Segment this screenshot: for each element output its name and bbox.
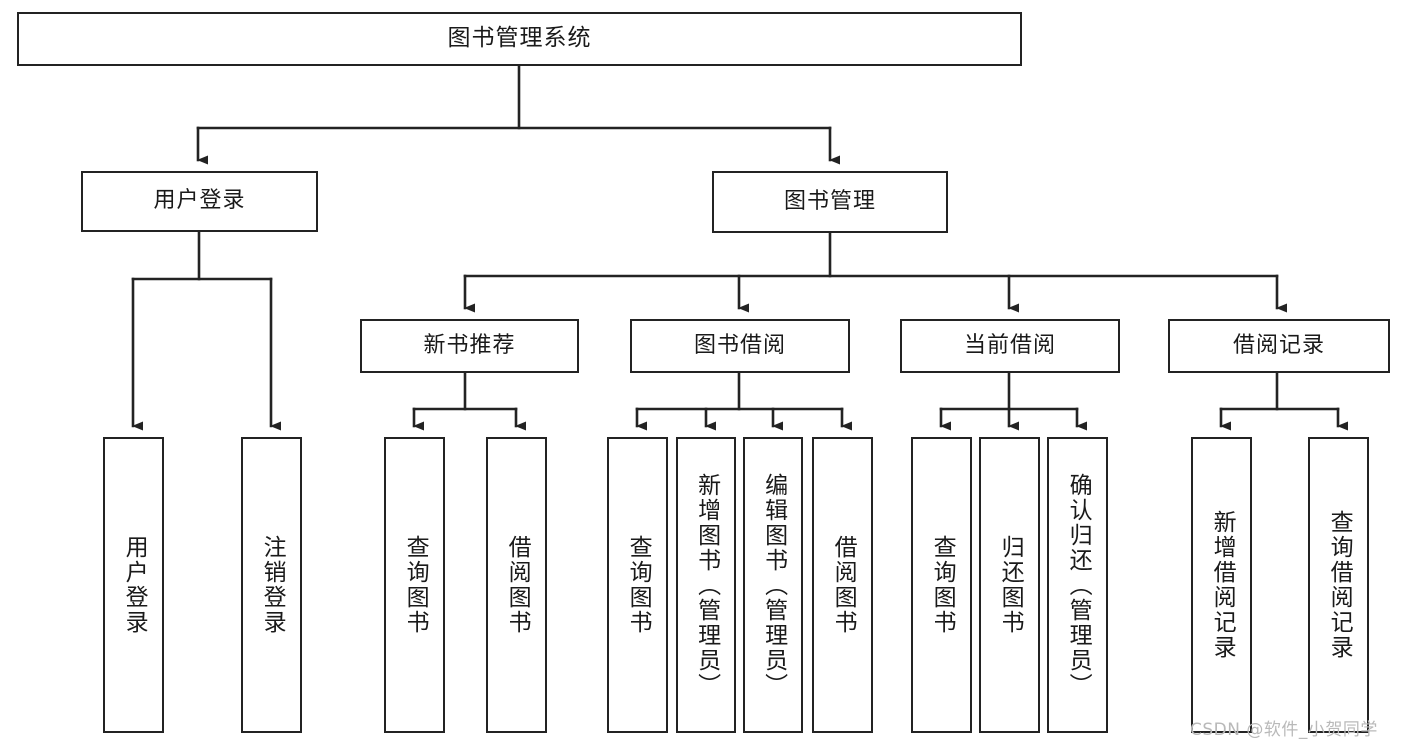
leaf-record-query-record[interactable]: 查询借阅记录 <box>1308 437 1369 733</box>
node-book-borrow[interactable]: 图书借阅 <box>630 319 850 373</box>
leaf-record-add-record[interactable]: 新增借阅记录 <box>1191 437 1252 733</box>
node-borrow-record[interactable]: 借阅记录 <box>1168 319 1390 373</box>
node-book-management[interactable]: 图书管理 <box>712 171 948 233</box>
leaf-borrow-add-book-admin[interactable]: 新增图书（管理员） <box>676 437 736 733</box>
node-current-borrow[interactable]: 当前借阅 <box>900 319 1120 373</box>
leaf-user-login-logout[interactable]: 注销登录 <box>241 437 302 733</box>
leaf-new-book-query[interactable]: 查询图书 <box>384 437 445 733</box>
leaf-current-return-book[interactable]: 归还图书 <box>979 437 1040 733</box>
leaf-user-login-login[interactable]: 用户登录 <box>103 437 164 733</box>
leaf-borrow-edit-book-admin[interactable]: 编辑图书（管理员） <box>743 437 803 733</box>
leaf-borrow-borrow-book[interactable]: 借阅图书 <box>812 437 873 733</box>
node-user-login[interactable]: 用户登录 <box>81 171 318 232</box>
node-new-book-recommend[interactable]: 新书推荐 <box>360 319 579 373</box>
leaf-new-book-borrow[interactable]: 借阅图书 <box>486 437 547 733</box>
leaf-current-query-book[interactable]: 查询图书 <box>911 437 972 733</box>
node-root-system[interactable]: 图书管理系统 <box>17 12 1022 66</box>
leaf-borrow-query-book[interactable]: 查询图书 <box>607 437 668 733</box>
leaf-current-confirm-return-admin[interactable]: 确认归还（管理员） <box>1047 437 1108 733</box>
